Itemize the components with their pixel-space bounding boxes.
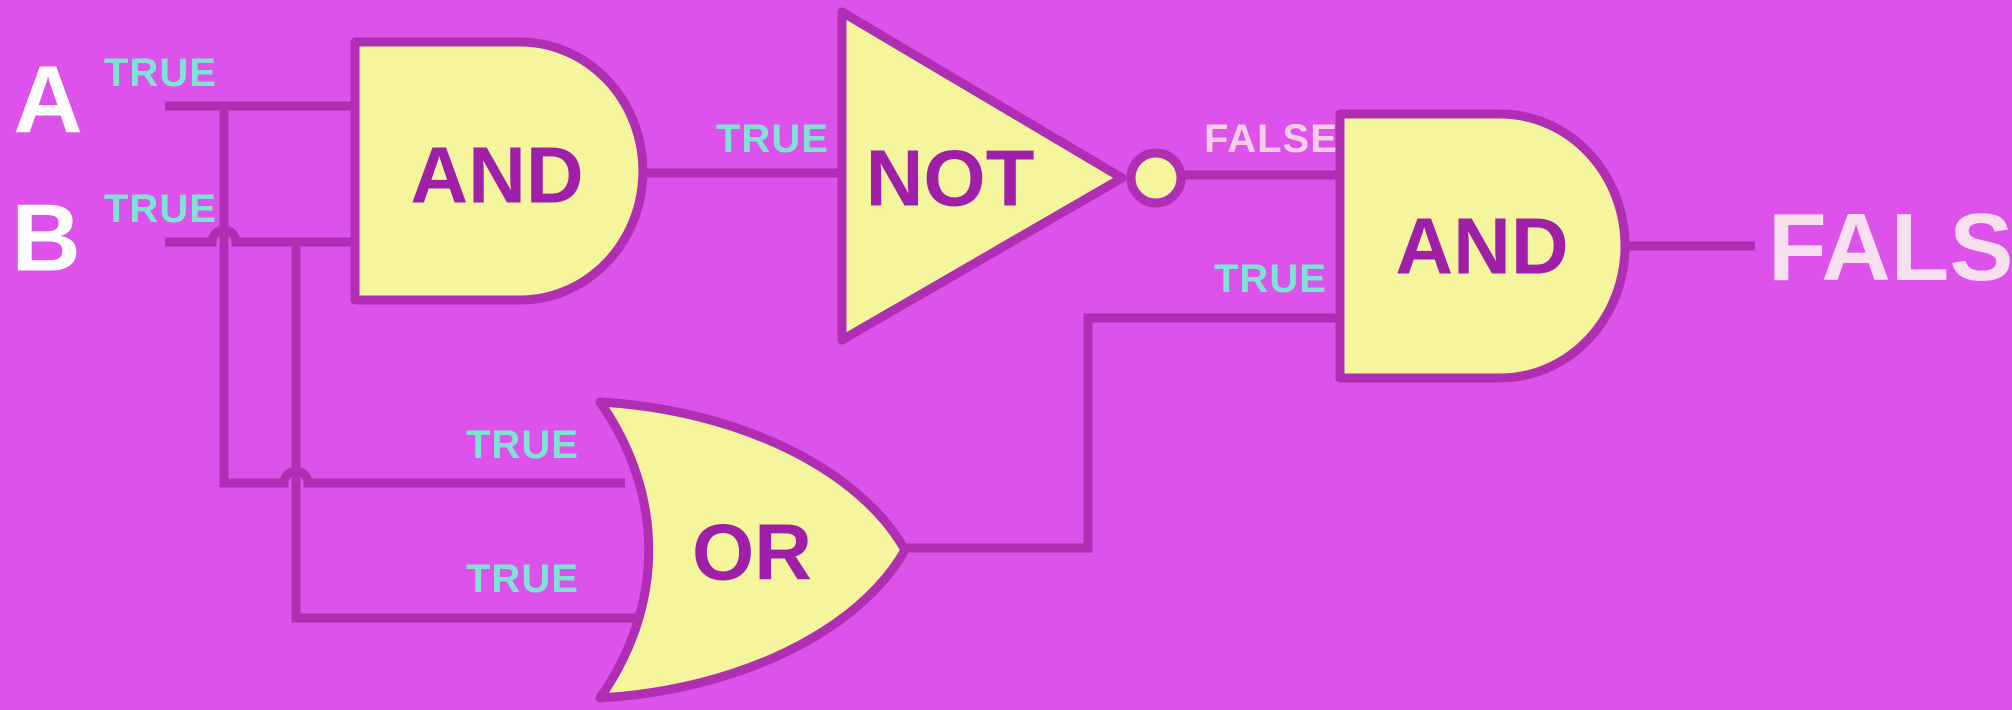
and-gate-2: AND bbox=[1335, 109, 1630, 383]
input-a-label: A bbox=[13, 47, 82, 154]
wire-b-branch bbox=[291, 242, 640, 623]
signal-a-in: TRUE bbox=[104, 51, 217, 95]
signal-or-in-2: TRUE bbox=[466, 557, 579, 601]
or-gate: OR bbox=[595, 397, 910, 703]
and-gate-1-body bbox=[350, 37, 648, 305]
and-gate-2-label: AND bbox=[1395, 202, 1568, 291]
not-gate-label: NOT bbox=[866, 134, 1035, 223]
not-gate-bubble bbox=[1126, 148, 1186, 208]
not-gate: NOT bbox=[837, 7, 1186, 345]
wire-b-to-and1 bbox=[165, 225, 355, 247]
and-gate-1-label: AND bbox=[410, 131, 583, 220]
wires bbox=[165, 101, 1755, 623]
wire-or-to-and2 bbox=[905, 313, 1340, 553]
or-gate-label: OR bbox=[692, 508, 812, 597]
signal-and1-out: TRUE bbox=[716, 117, 829, 161]
not-gate-body bbox=[837, 7, 1127, 345]
signal-b-in: TRUE bbox=[104, 187, 217, 231]
signal-or-out: TRUE bbox=[1214, 257, 1327, 301]
input-b-label: B bbox=[11, 185, 80, 292]
and-gate-2-body bbox=[1335, 109, 1630, 383]
signal-or-in-1: TRUE bbox=[466, 423, 579, 467]
and-gate-1: AND bbox=[350, 37, 648, 305]
or-gate-body bbox=[595, 397, 910, 703]
signal-not-out: FALSE bbox=[1204, 117, 1338, 161]
circuit-output: FALSE bbox=[1768, 194, 2012, 301]
